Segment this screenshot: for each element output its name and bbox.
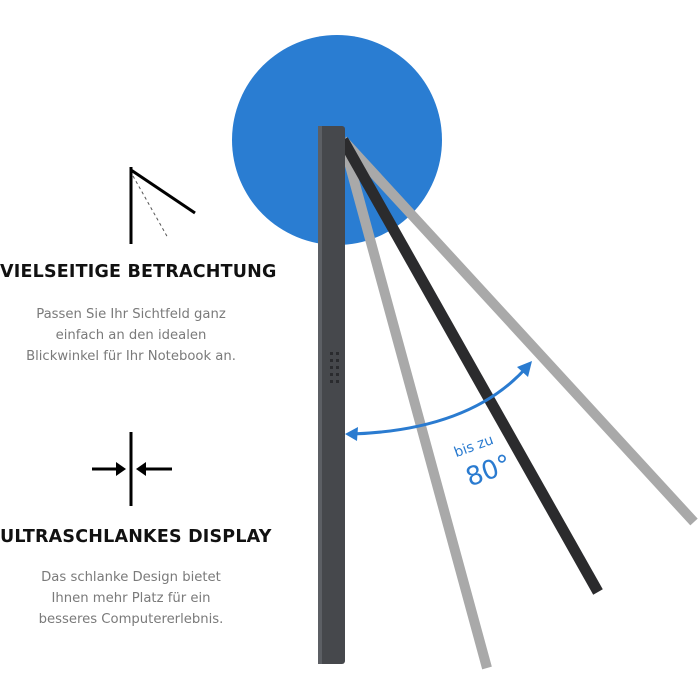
angle-arc <box>351 366 528 436</box>
device-edge-highlight <box>318 126 322 664</box>
device-body <box>318 126 345 664</box>
description-line: Das schlanke Design bietet <box>41 570 221 585</box>
screen-position-near <box>338 138 492 670</box>
screen-position-main <box>338 137 603 595</box>
slim-profile-icon <box>92 432 172 506</box>
description-line: Passen Sie Ihr Sichtfeld ganz <box>36 307 226 322</box>
screen-position-far <box>339 136 698 526</box>
speaker-grille <box>330 352 339 383</box>
arc-arrowhead-left <box>345 427 358 441</box>
feature-title-viewing: VIELSEITIGE BETRACHTUNG <box>0 262 277 282</box>
description-line: Blickwinkel für Ihr Notebook an. <box>26 349 236 364</box>
feature-title-slim: ULTRASCHLANKES DISPLAY <box>0 527 272 547</box>
arc-arrowhead-right <box>517 361 532 377</box>
viewing-angle-icon <box>129 167 196 244</box>
description-line: Ihnen mehr Platz für ein <box>51 591 211 606</box>
feature-description-viewing: Passen Sie Ihr Sichtfeld ganz einfach an… <box>0 304 262 367</box>
description-line: besseres Computererlebnis. <box>38 612 224 627</box>
description-line: einfach an den idealen <box>55 328 207 343</box>
feature-description-slim: Das schlanke Design bietet Ihnen mehr Pl… <box>0 567 262 630</box>
